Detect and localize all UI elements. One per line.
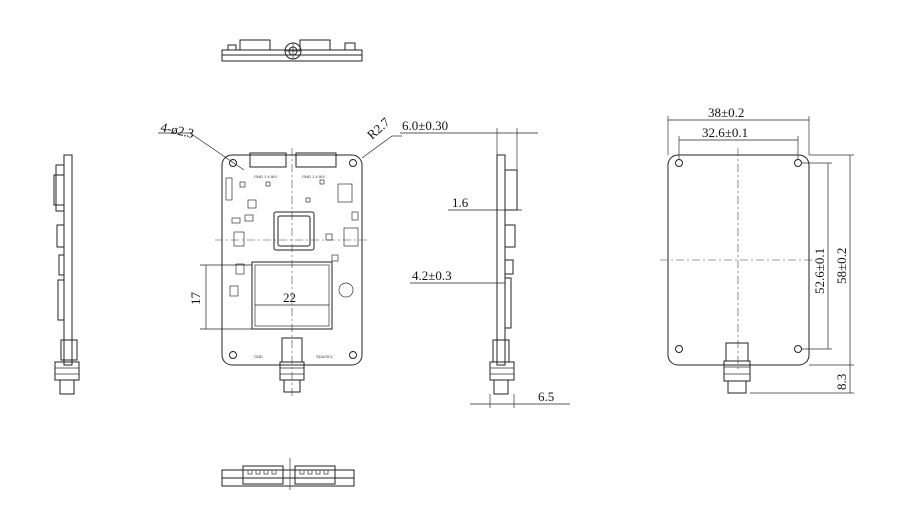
hole-pitch-x-label: 32.6±0.1 [702,125,748,140]
board-thickness-label: 1.6 [452,195,469,210]
mount-holes-label: 4-ø2.3 [159,119,195,141]
left-side-view [53,154,80,395]
mounting-holes [229,159,357,359]
pcb-top-view: GND 1 4 AIV GND 1 4 AIV [158,114,402,398]
antenna-extension-label: 8.3 [834,374,849,390]
outer-width-label: 38±0.2 [708,105,744,120]
bottom-left-label: GND [254,354,263,359]
top-edge-view [221,39,363,62]
component-height-label: 4.2±0.3 [412,268,452,283]
bottom-edge-view [221,458,355,490]
shield-width-label: 22 [283,290,296,305]
hole-pitch-y-label: 52.6±0.1 [812,248,827,294]
connector-right-label: GND 1 4 AIV [302,174,325,179]
shield-height-label: 17 [188,292,203,306]
bottom-right-label: SDA/SCL [316,354,334,359]
right-side-view: 6.0±0.30 1.6 4.2±0.3 6.5 [400,118,570,408]
back-mounting-holes [675,159,802,353]
corner-radius-label: R2.7 [364,114,393,142]
outer-height-label: 58±0.2 [834,248,849,284]
connector-left-label: GND 1 4 AIV [254,174,277,179]
connector-offset-label: 6.5 [538,389,554,404]
depth-label: 6.0±0.30 [402,118,448,133]
back-view: 38±0.2 32.6±0.1 52.6±0.1 58±0.2 8.3 [660,105,854,394]
